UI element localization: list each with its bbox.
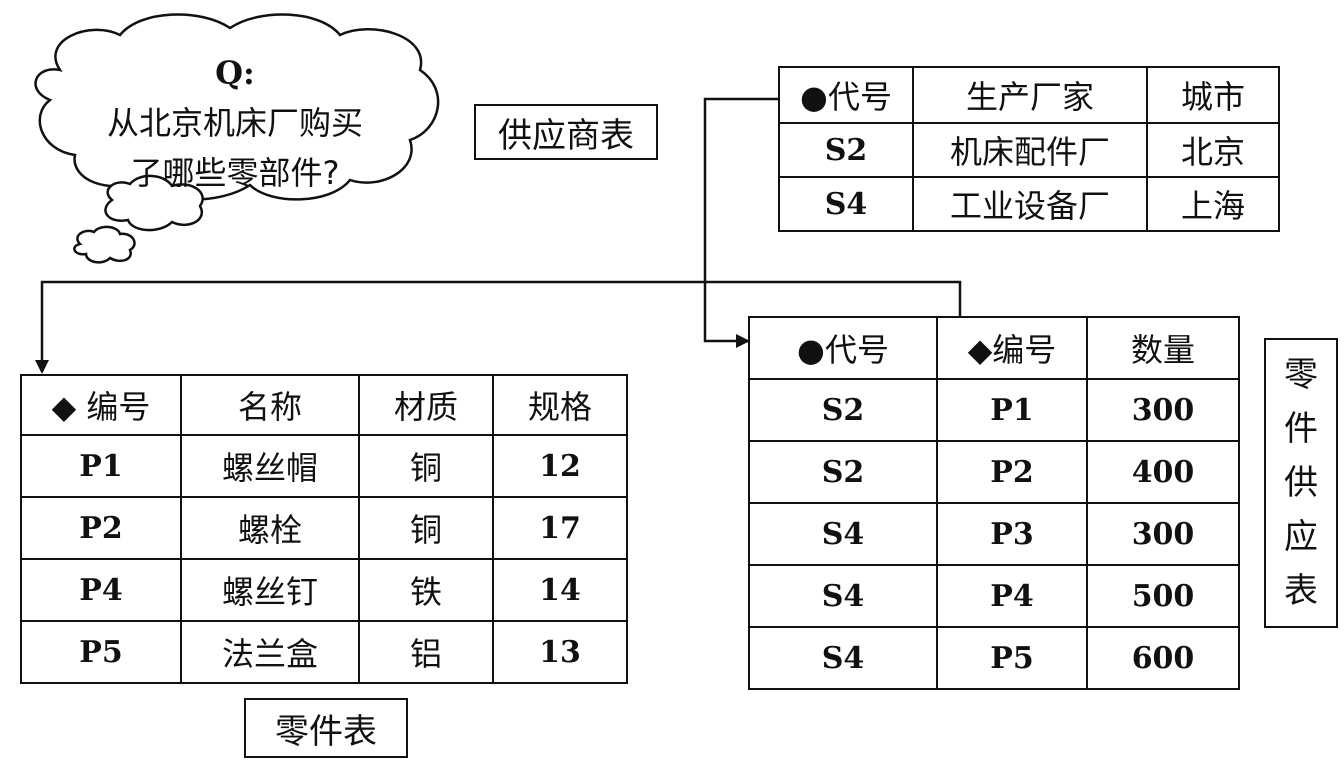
cell: 17 [492, 496, 628, 560]
cell: 铜 [358, 496, 494, 560]
header-cell: 材质 [358, 374, 494, 436]
supply-table: ●代号 ◆编号 数量 S2 P1 300 S2 P2 400 S4 P3 300… [748, 316, 1240, 690]
header-cell: ●代号 [778, 66, 914, 124]
cell: S2 [748, 378, 938, 442]
cell: 机床配件厂 [912, 122, 1148, 178]
cell: 600 [1086, 626, 1240, 690]
cell: 400 [1086, 440, 1240, 504]
supply-table-caption: 零 件 供 应 表 [1264, 338, 1338, 628]
cell: 铜 [358, 434, 494, 498]
cell: P1 [20, 434, 182, 498]
question-prefix: Q: [215, 54, 255, 92]
cell: 300 [1086, 378, 1240, 442]
table-row: S2 P1 300 [748, 378, 1240, 442]
supplier-table: ●代号 生产厂家 城市 S2 机床配件厂 北京 S4 工业设备厂 上海 [778, 66, 1280, 232]
connector-supplier-to-supply [703, 97, 790, 348]
table-row: P2 螺栓 铜 17 [20, 496, 628, 560]
caption-char: 应 [1284, 517, 1318, 557]
question-text: Q: 从北京机床厂购买 了哪些零部件? [50, 48, 420, 198]
cell: 14 [492, 558, 628, 622]
header-cell: 生产厂家 [912, 66, 1148, 124]
supplier-table-caption: 供应商表 [474, 104, 658, 160]
cell: 上海 [1146, 176, 1280, 232]
table-row: P4 螺丝钉 铁 14 [20, 558, 628, 622]
header-cell: 名称 [180, 374, 360, 436]
question-line-2: 了哪些零部件? [130, 154, 340, 192]
cell: 螺丝帽 [180, 434, 360, 498]
caption-char: 表 [1284, 571, 1318, 611]
cell: P5 [936, 626, 1088, 690]
table-header-row: ●代号 ◆编号 数量 [748, 316, 1240, 380]
cell: 法兰盒 [180, 620, 360, 684]
header-cell: 城市 [1146, 66, 1280, 124]
cell: 13 [492, 620, 628, 684]
header-cell: ◆编号 [936, 316, 1088, 380]
cell: S4 [748, 502, 938, 566]
cell: 300 [1086, 502, 1240, 566]
caption-char: 件 [1284, 409, 1318, 449]
cell: P2 [936, 440, 1088, 504]
cell: P4 [20, 558, 182, 622]
table-header-row: ◆ 编号 名称 材质 规格 [20, 374, 628, 436]
header-cell: 数量 [1086, 316, 1240, 380]
cell: S2 [748, 440, 938, 504]
cell: S4 [748, 564, 938, 628]
caption-char: 供 [1284, 463, 1318, 503]
parts-table-caption: 零件表 [244, 698, 408, 758]
table-row: P5 法兰盒 铝 13 [20, 620, 628, 684]
thought-bubble [34, 13, 440, 201]
table-row: S2 机床配件厂 北京 [778, 122, 1280, 178]
cell: 螺栓 [180, 496, 360, 560]
table-row: S4 工业设备厂 上海 [778, 176, 1280, 232]
table-row: S2 P2 400 [748, 440, 1240, 504]
cell: P5 [20, 620, 182, 684]
cell: P3 [936, 502, 1088, 566]
table-header-row: ●代号 生产厂家 城市 [778, 66, 1280, 124]
thought-bubble-small [104, 174, 204, 232]
cell: 铝 [358, 620, 494, 684]
cell: P4 [936, 564, 1088, 628]
cell: 12 [492, 434, 628, 498]
header-cell: ●代号 [748, 316, 938, 380]
cell: P2 [20, 496, 182, 560]
cell: S4 [778, 176, 914, 232]
table-row: P1 螺丝帽 铜 12 [20, 434, 628, 498]
connector-supply-to-parts [35, 280, 962, 374]
cell: 铁 [358, 558, 494, 622]
cell: 螺丝钉 [180, 558, 360, 622]
cell: 工业设备厂 [912, 176, 1148, 232]
cell: P1 [936, 378, 1088, 442]
header-cell: ◆ 编号 [20, 374, 182, 436]
thought-bubble-tiny [73, 225, 136, 264]
cell: S2 [778, 122, 914, 178]
table-row: S4 P5 600 [748, 626, 1240, 690]
table-row: S4 P4 500 [748, 564, 1240, 628]
cell: S4 [748, 626, 938, 690]
header-cell: 规格 [492, 374, 628, 436]
table-row: S4 P3 300 [748, 502, 1240, 566]
cell: 500 [1086, 564, 1240, 628]
parts-table: ◆ 编号 名称 材质 规格 P1 螺丝帽 铜 12 P2 螺栓 铜 17 P4 … [20, 374, 628, 684]
caption-char: 零 [1284, 355, 1318, 395]
question-line-1: 从北京机床厂购买 [106, 104, 363, 142]
cell: 北京 [1146, 122, 1280, 178]
